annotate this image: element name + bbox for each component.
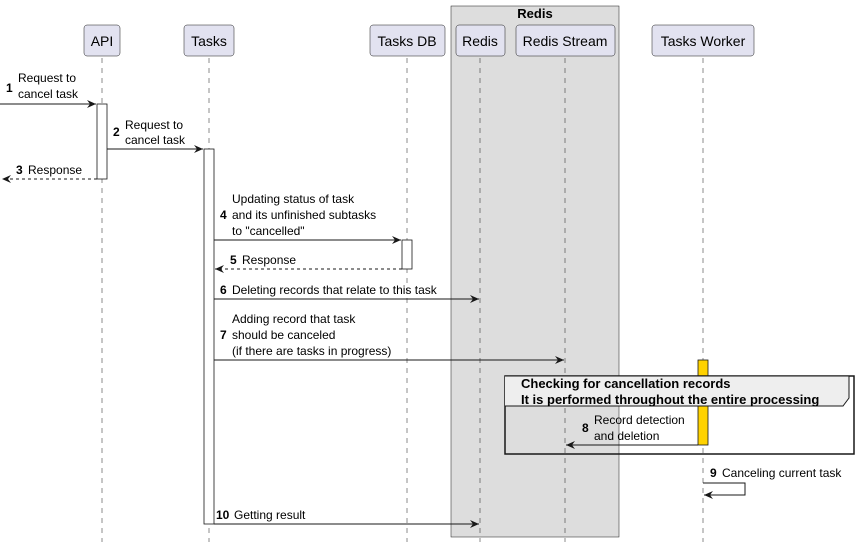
svg-text:and deletion: and deletion [594, 429, 659, 443]
message-10: 10 Getting result [214, 508, 479, 528]
participant-api: API [83, 24, 121, 57]
svg-text:4: 4 [220, 208, 227, 222]
activation-tasks [203, 148, 215, 525]
participant-tasks: Tasks [183, 24, 235, 57]
message-8: 8 Record detection and deletion [566, 413, 698, 449]
redis-box [450, 5, 620, 538]
svg-text:10: 10 [216, 508, 230, 522]
message-5: 5 Response [215, 253, 402, 273]
svg-text:Response: Response [28, 163, 82, 177]
message-6: 6 Deleting records that relate to this t… [214, 283, 479, 303]
svg-text:cancel task: cancel task [18, 87, 79, 101]
svg-text:Tasks DB: Tasks DB [377, 33, 436, 49]
activation-tasks-db [401, 239, 413, 270]
participant-redis: Redis [455, 24, 506, 57]
svg-text:(if there are tasks in progres: (if there are tasks in progress) [232, 344, 391, 358]
svg-text:Canceling current task: Canceling current task [722, 466, 842, 480]
svg-text:3: 3 [16, 163, 23, 177]
redis-box-title: Redis [517, 6, 552, 21]
svg-text:5: 5 [230, 253, 237, 267]
participant-tasks-db: Tasks DB [369, 24, 446, 57]
svg-text:Tasks Worker: Tasks Worker [661, 33, 746, 49]
svg-text:Redis Stream: Redis Stream [523, 33, 608, 49]
message-7: 7 Adding record that task should be canc… [214, 312, 564, 364]
message-3: 3 Response [2, 163, 97, 183]
svg-text:should be canceled: should be canceled [232, 328, 335, 342]
svg-text:1: 1 [6, 81, 13, 95]
participant-tasks-worker: Tasks Worker [651, 24, 755, 57]
lifelines [101, 58, 704, 542]
svg-text:2: 2 [113, 125, 120, 139]
activation-api [96, 103, 108, 180]
svg-text:Response: Response [242, 253, 296, 267]
group-frame: Checking for cancellation records It is … [504, 375, 855, 455]
svg-text:Getting result: Getting result [234, 508, 306, 522]
svg-text:to "cancelled": to "cancelled" [232, 224, 305, 238]
svg-text:8: 8 [582, 421, 589, 435]
svg-text:Record detection: Record detection [594, 413, 685, 427]
svg-text:7: 7 [220, 328, 227, 342]
svg-text:9: 9 [710, 466, 717, 480]
svg-text:cancel task: cancel task [125, 133, 186, 147]
svg-text:Request to: Request to [125, 118, 183, 132]
svg-text:Updating status of task: Updating status of task [232, 192, 355, 206]
svg-text:Tasks: Tasks [191, 33, 227, 49]
message-4: 4 Updating status of task and its unfini… [214, 192, 401, 244]
group-title-line-2: It is performed throughout the entire pr… [521, 392, 819, 407]
svg-text:API: API [91, 33, 114, 49]
group-title-line-1: Checking for cancellation records [521, 376, 731, 391]
svg-text:6: 6 [220, 283, 227, 297]
svg-text:Deleting records that relate t: Deleting records that relate to this tas… [232, 283, 438, 297]
participant-redis-stream: Redis Stream [515, 24, 616, 57]
message-9: 9 Canceling current task [703, 466, 842, 499]
svg-text:and its unfinished subtasks: and its unfinished subtasks [232, 208, 376, 222]
message-2: 2 Request to cancel task [107, 118, 203, 153]
svg-text:Redis: Redis [462, 33, 498, 49]
svg-text:Adding record that task: Adding record that task [232, 312, 356, 326]
svg-text:Request to: Request to [18, 71, 76, 85]
message-1: 1 Request to cancel task [0, 71, 96, 108]
